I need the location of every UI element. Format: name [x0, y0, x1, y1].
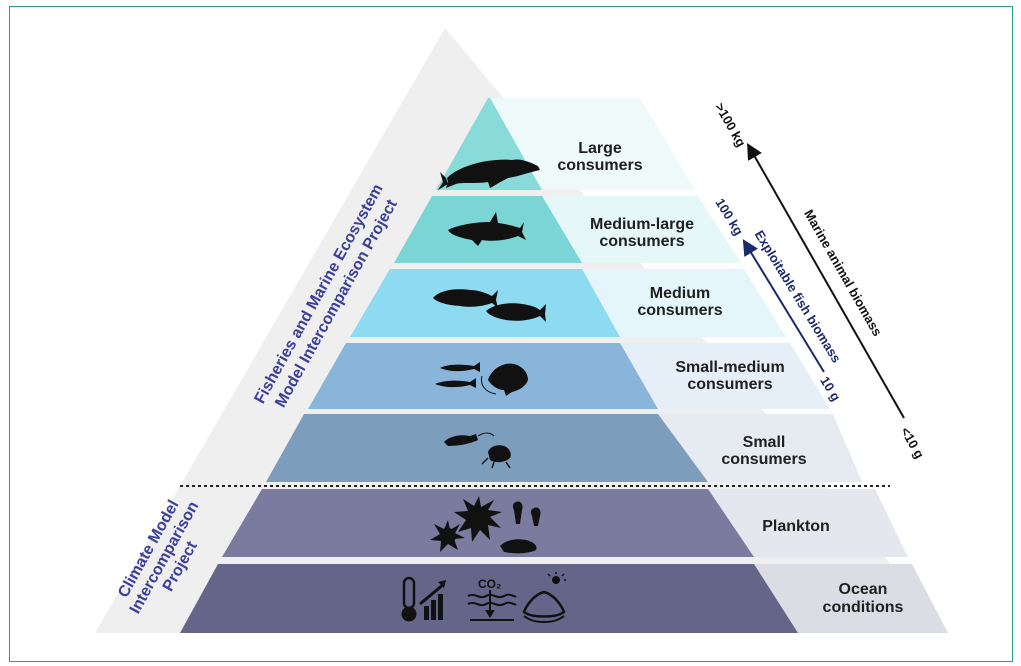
tier-label-bg-medium	[582, 269, 786, 337]
tier-small	[266, 414, 708, 482]
plankton-icon	[430, 496, 541, 554]
tier-label-medium-large-line2: consumers	[599, 233, 684, 250]
whale-icon	[438, 159, 540, 190]
tier-label-bg-large	[490, 98, 695, 190]
tier-label-medium-line1: Medium	[650, 285, 710, 302]
tier-label-ocean-line2: conditions	[823, 599, 904, 616]
tier-label-small-line1: Small	[743, 434, 786, 451]
marine-biomass-bottom: <10 g	[898, 424, 928, 461]
small-fish-shrimp-icon	[435, 362, 528, 396]
figure-frame	[9, 6, 1013, 662]
tier-label-small-medium-line2: consumers	[687, 376, 772, 393]
marine-biomass-top: >100 kg	[712, 100, 749, 149]
tier-label-bg-plankton	[708, 489, 908, 557]
tier-label-bg-small	[658, 414, 862, 482]
co2-text: CO₂	[478, 577, 501, 591]
krill-crab-icon	[444, 432, 511, 469]
tier-label-ocean-line1: Ocean	[839, 581, 888, 598]
tier-label-large-line1: Large	[578, 140, 622, 157]
tier-label-medium-large-line1: Medium-large	[590, 216, 694, 233]
flatfish-icon	[433, 289, 546, 322]
tier-label-medium-line2: consumers	[637, 302, 722, 319]
tier-small-medium	[308, 343, 658, 409]
tier-label-bg-ocean	[754, 564, 948, 633]
marine-biomass-arrow	[747, 143, 905, 419]
tier-label-bg-small-medium	[620, 343, 830, 409]
fish-biomass-arrow	[742, 239, 825, 373]
ocean-conditions-icon: CO₂	[401, 572, 566, 623]
tier-label-small-medium-line1: Small-medium	[675, 359, 784, 376]
shark-icon	[448, 212, 526, 246]
tier-label-small-line2: consumers	[721, 451, 806, 468]
tier-label-plankton: Plankton	[762, 518, 830, 535]
tier-label-bg-medium-large	[542, 196, 741, 263]
tier-label-large-line2: consumers	[557, 157, 642, 174]
